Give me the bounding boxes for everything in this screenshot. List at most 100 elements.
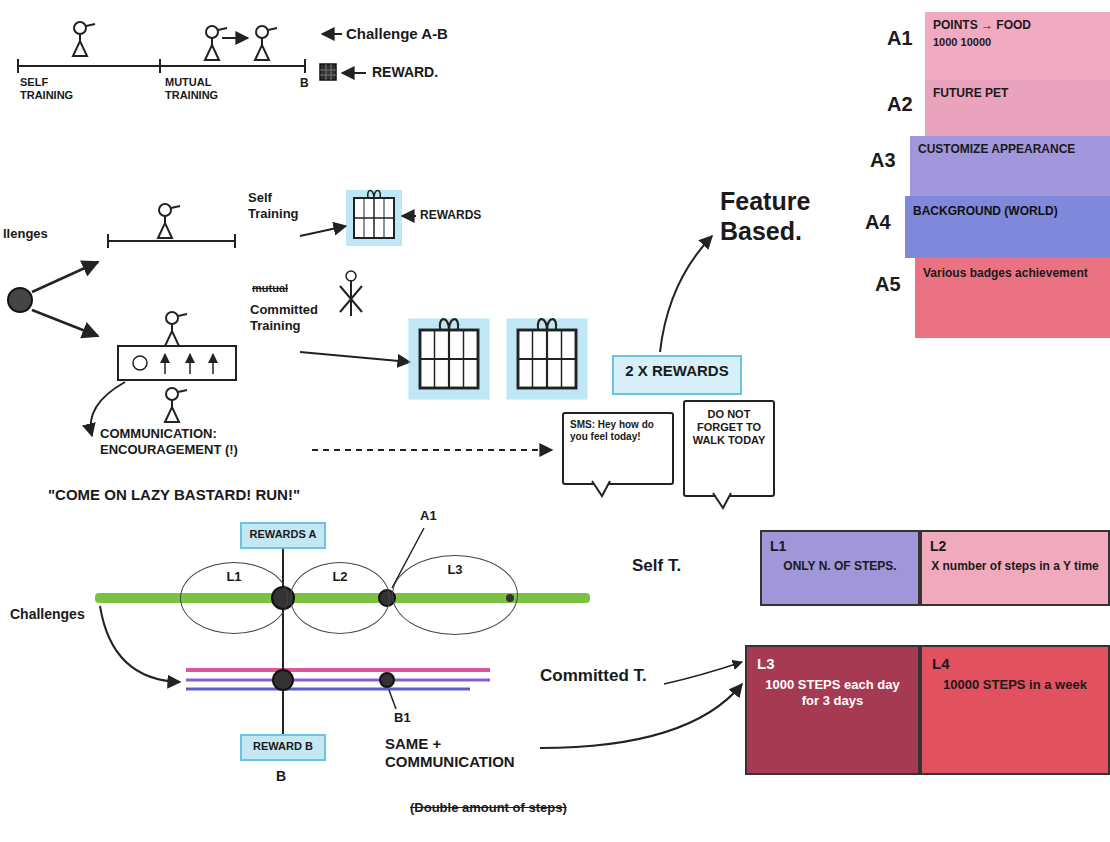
branch-label: Self Training xyxy=(248,190,312,221)
challenge-lines-part xyxy=(506,594,514,602)
struck-label: mutual xyxy=(252,282,288,295)
training-branches-part xyxy=(32,310,98,336)
node-heading: A1 xyxy=(887,26,913,50)
node-heading: L4 xyxy=(932,655,1098,673)
gift-box xyxy=(512,319,582,394)
node-heading: A3 xyxy=(870,148,896,172)
node-heading: A4 xyxy=(865,210,891,234)
point-label: B xyxy=(276,768,286,785)
node-text: BACKGROUND (WORLD) xyxy=(913,204,1102,218)
top-timeline-part xyxy=(159,59,161,73)
note-label: REWARD. xyxy=(372,64,438,81)
bubble-tail xyxy=(713,494,735,510)
phase-label: MUTUAL TRAINING xyxy=(165,76,235,102)
top-timeline-part xyxy=(222,37,248,39)
node-text: L1 xyxy=(185,569,283,585)
reward-band: A4BACKGROUND (WORLD) xyxy=(905,196,1110,258)
training-branches-part xyxy=(300,352,410,362)
node-heading: A5 xyxy=(875,272,901,296)
training-branches-part xyxy=(660,236,712,352)
training-branches-part xyxy=(346,271,356,281)
gift-box xyxy=(414,319,484,394)
point-label: B xyxy=(300,76,309,90)
training-branches-part xyxy=(32,262,98,292)
stick-figure xyxy=(165,388,187,422)
node-text: CUSTOMIZE APPEARANCE xyxy=(918,142,1102,156)
training-branches-part xyxy=(189,354,191,374)
level-ellipse: L2 xyxy=(290,562,390,634)
node-text: DO NOT FORGET TO WALK TODAY xyxy=(691,408,767,448)
bar-label: Challenges xyxy=(10,606,85,623)
level-ellipse: L3 xyxy=(392,555,518,635)
challenge-lines xyxy=(95,528,742,748)
stick-figure xyxy=(205,26,227,60)
training-branches-part xyxy=(300,226,346,236)
challenge-lines-part xyxy=(664,662,742,684)
top-timeline-part xyxy=(18,65,305,67)
node-text: ONLY N. OF STEPS. xyxy=(770,559,910,573)
speech-bubble: SMS: Hey how do you feel today! xyxy=(562,412,674,485)
node-text: 2 X REWARDS xyxy=(622,362,732,380)
note-label: COMMUNICATION: ENCOURAGEMENT (!) xyxy=(100,426,300,457)
stick-figure xyxy=(255,26,277,60)
bubble-tail xyxy=(592,482,614,498)
training-branches-part xyxy=(107,234,109,248)
reward-band: A1POINTS → FOOD1000 10000 xyxy=(925,12,1110,80)
level-box: L3 1000 STEPS each day for 3 days xyxy=(745,645,920,775)
challenge-lines-part xyxy=(282,549,284,734)
training-branches-part xyxy=(108,240,235,242)
training-branches-part xyxy=(8,288,32,312)
stick-figure xyxy=(158,204,180,238)
row-label: Committed T. xyxy=(540,666,647,686)
note-label: Challenge A-B xyxy=(346,25,448,43)
training-branches-part xyxy=(118,346,236,380)
challenge-lines-part xyxy=(380,673,394,687)
reward-tag: REWARD B xyxy=(240,734,326,761)
node-text: SMS: Hey how do you feel today! xyxy=(570,419,666,443)
node-text: 10000 STEPS in a week xyxy=(932,677,1098,693)
speech-bubble: DO NOT FORGET TO WALK TODAY xyxy=(683,400,775,497)
training-branches-part xyxy=(133,356,147,370)
point-label: A1 xyxy=(420,508,437,524)
challenge-lines-part xyxy=(100,606,180,682)
challenge-lines-part xyxy=(392,528,424,588)
training-branches-part xyxy=(402,215,416,217)
note-label: SAME + COMMUNICATION xyxy=(385,735,535,771)
bubble-tail-outline xyxy=(592,481,610,496)
branch-label: Committed Training xyxy=(250,302,334,333)
reward-band: A2FUTURE PET xyxy=(925,80,1110,136)
training-branches-part xyxy=(340,280,362,316)
note-label: REWARDS xyxy=(420,208,481,222)
challenge-lines-part xyxy=(186,668,490,672)
training-branches-part xyxy=(312,449,552,451)
node-heading: L3 xyxy=(757,655,908,673)
stick-figure xyxy=(165,312,187,346)
node-text: REWARD B xyxy=(246,740,320,753)
phase-label: SELF TRAINING xyxy=(20,76,84,102)
node-text: REWARDS A xyxy=(246,528,320,541)
node-text: FUTURE PET xyxy=(933,86,1102,100)
training-branches-part xyxy=(212,354,214,374)
point-label: B1 xyxy=(394,710,411,726)
heading-label: Feature Based. xyxy=(720,186,840,246)
training-branches-part xyxy=(164,354,166,374)
node-heading: A2 xyxy=(887,92,913,116)
reward-band: A3CUSTOMIZE APPEARANCE xyxy=(910,136,1110,196)
challenge-lines-part xyxy=(273,670,293,690)
level-box: L2X number of steps in a Y time xyxy=(920,530,1110,606)
heading-label: llenges xyxy=(3,226,48,242)
challenge-lines-part xyxy=(389,690,396,709)
quote-label: "COME ON LAZY BASTARD! RUN!" xyxy=(48,486,468,504)
node-text: L3 xyxy=(397,562,513,578)
struck-label: (Double amount of steps) xyxy=(410,800,567,816)
top-timeline-part xyxy=(322,33,342,35)
challenge-lines-part xyxy=(186,688,470,691)
level-ellipse: L1 xyxy=(180,562,288,634)
top-timeline-part xyxy=(320,64,336,80)
node-text: 1000 STEPS each day for 3 days xyxy=(757,677,908,708)
top-timeline-part xyxy=(342,72,366,74)
node-text: Various badges achievement xyxy=(923,266,1102,280)
node-text: X number of steps in a Y time xyxy=(930,559,1100,573)
top-timeline-part xyxy=(320,64,336,80)
